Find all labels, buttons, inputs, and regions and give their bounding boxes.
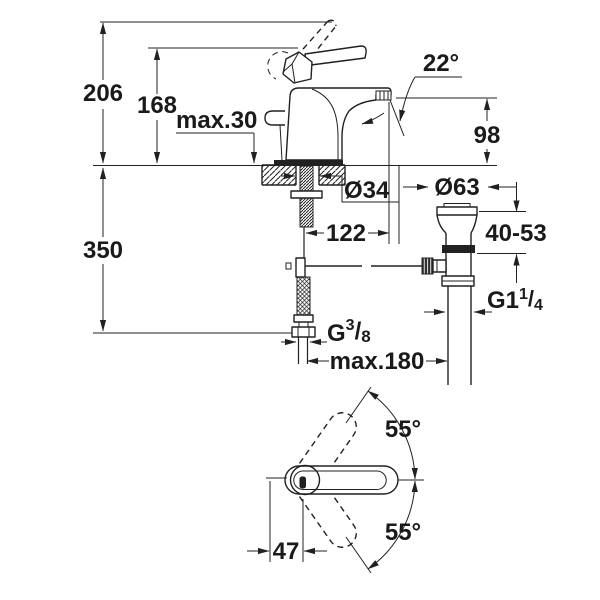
drain-trumpet	[436, 214, 478, 234]
dim-label-below-deck: 350	[83, 237, 123, 264]
dim-label-deck-thickness: max.30	[176, 107, 257, 134]
dim-label-handle-offset: 47	[273, 538, 300, 565]
hose-neck	[298, 322, 309, 327]
rod-connector-knob	[421, 257, 434, 275]
dim-handle-offset: 47	[247, 481, 327, 565]
lever-raised-dashed	[295, 19, 337, 66]
hose-coupler	[293, 314, 314, 323]
dim-label-lever-height: 168	[137, 92, 177, 119]
swing-extension-lines	[345, 386, 372, 574]
dim-supply-thread: G3/8	[281, 317, 371, 347]
body-inner-curve	[311, 88, 339, 160]
dim-label-basin-thickness: 40-53	[485, 220, 546, 247]
pop-up-linkage	[285, 227, 422, 278]
drain-seal-ring	[442, 245, 475, 253]
dim-drain-thread: G11/4	[424, 286, 543, 316]
side-view: 206 168 max.30 350 98	[83, 19, 547, 385]
hose-braid	[296, 276, 311, 316]
hose-nut	[291, 326, 316, 338]
mounting-shank	[290, 165, 323, 228]
dims-side: 206 168 max.30 350 98	[83, 22, 547, 375]
hose-nut-facets	[297, 327, 310, 337]
dim-label-hose-reach: max.180	[330, 348, 425, 375]
deck-hatch-left	[262, 166, 296, 185]
pop-up-knob-stem	[279, 124, 283, 161]
dim-label-supply-thread: G3/8	[327, 317, 371, 347]
dim-label-spout-height: 98	[474, 122, 501, 149]
dim-below-deck: 350	[83, 167, 123, 332]
supply-pipe	[297, 337, 309, 364]
base-gasket	[274, 160, 343, 166]
rod-clevis	[432, 259, 447, 273]
dim-projection: 122	[305, 220, 390, 247]
knuckle-facets	[282, 51, 300, 84]
drain-assembly	[421, 203, 478, 385]
knuckle-raised-dashed	[267, 51, 289, 80]
shank-thread-upper	[299, 165, 314, 192]
dim-label-swing-upper: 55°	[385, 416, 421, 443]
dim-deck-thickness: max.30	[176, 107, 257, 164]
stream-line	[389, 99, 405, 137]
dim-drain-dia: Ø63	[403, 174, 517, 201]
dim-spout-angle: 22°	[361, 50, 462, 137]
dim-hole-dia: Ø34	[281, 172, 399, 204]
lever-knuckle	[282, 51, 313, 84]
dim-label-drain-dia: Ø63	[434, 174, 479, 201]
handle-slot	[299, 476, 306, 489]
dim-label-swing-lower: 55°	[385, 519, 421, 546]
faucet-body	[264, 19, 392, 161]
dim-label-drain-thread: G11/4	[487, 286, 543, 314]
drain-body	[445, 233, 472, 276]
top-view: 55° 55° 47	[247, 386, 424, 574]
supply-hose	[291, 276, 316, 364]
pop-up-knob	[264, 110, 285, 126]
dim-swing: 55° 55°	[345, 386, 421, 574]
dim-total-height: 206	[83, 22, 123, 164]
dim-label-projection: 122	[326, 220, 366, 247]
drain-tailpipe	[447, 286, 472, 385]
joint-nub	[285, 262, 292, 270]
dim-label-spout-angle: 22°	[423, 50, 459, 77]
rod-joint	[295, 257, 306, 278]
shank-thread-lower	[299, 197, 314, 228]
dim-lever-height: 168	[137, 48, 177, 164]
shank-washer	[290, 190, 323, 199]
aerator-ribs	[379, 91, 389, 100]
valve-body-circle	[289, 464, 321, 496]
dim-basin-thickness: 40-53	[477, 199, 547, 283]
stream-direction-arrow	[361, 112, 385, 125]
dim-spout-height: 98	[474, 98, 501, 164]
lever	[304, 45, 367, 66]
dim-label-hole-dia: Ø34	[344, 177, 390, 204]
dim-label-total-height: 206	[83, 80, 123, 107]
drain-flange	[436, 206, 478, 216]
dim-hose-reach: max.180	[306, 348, 448, 375]
